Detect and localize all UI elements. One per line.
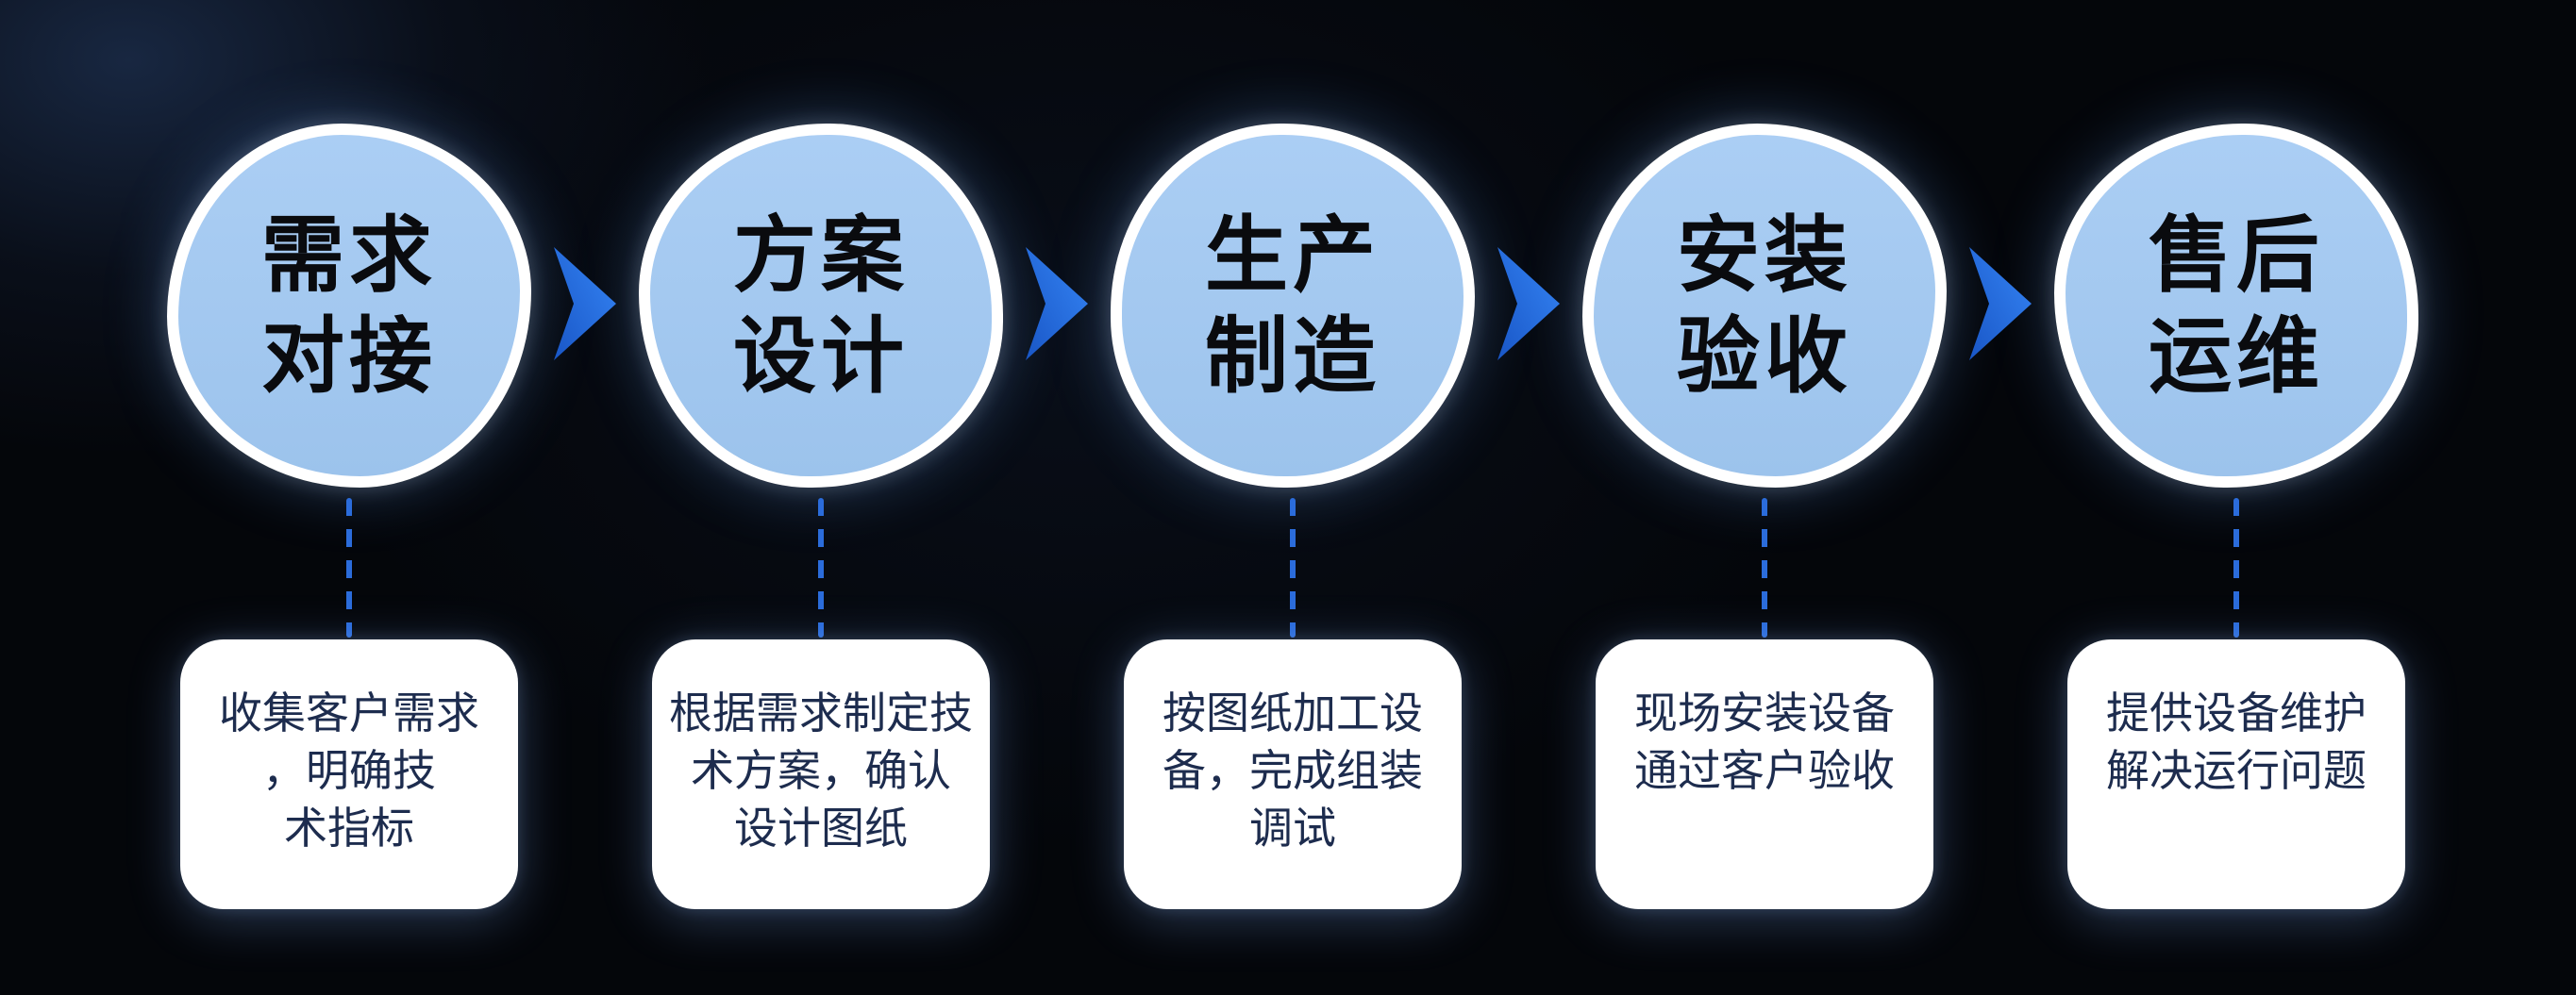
dashed-connector-4 <box>1762 498 1767 638</box>
step-card-2: 根据需求制定技 术方案，确认 设计图纸 <box>652 639 990 909</box>
step-card-text: 根据需求制定技 术方案，确认 设计图纸 <box>669 688 973 853</box>
arrow-right-icon <box>1497 247 1560 360</box>
step-circle-label: 售后 运维 <box>2148 208 2324 403</box>
arrow-right-icon <box>1026 247 1088 360</box>
step-circle-label: 需求 对接 <box>260 208 437 403</box>
dashed-connector-3 <box>1290 498 1296 638</box>
step-circle-2: 方案 设计 <box>639 124 1003 488</box>
step-card-5: 提供设备维护 解决运行问题 <box>2067 639 2405 909</box>
arrow-right-icon <box>1969 247 2032 360</box>
step-card-3: 按图纸加工设 备，完成组装 调试 <box>1124 639 1462 909</box>
step-card-4: 现场安装设备 通过客户验收 <box>1596 639 1933 909</box>
step-circle-3: 生产 制造 <box>1111 124 1475 488</box>
step-circle-label: 安装 验收 <box>1676 208 1852 403</box>
step-card-text: 收集客户需求 ，明确技 术指标 <box>219 688 479 853</box>
step-circle-5: 售后 运维 <box>2054 124 2418 488</box>
step-card-text: 按图纸加工设 备，完成组装 调试 <box>1163 688 1423 853</box>
step-circle-1: 需求 对接 <box>167 124 531 488</box>
step-card-1: 收集客户需求 ，明确技 术指标 <box>180 639 518 909</box>
step-circle-4: 安装 验收 <box>1582 124 1947 488</box>
step-circle-label: 生产 制造 <box>1204 208 1380 403</box>
dashed-connector-2 <box>818 498 824 638</box>
dashed-connector-5 <box>2233 498 2239 638</box>
step-card-text: 提供设备维护 解决运行问题 <box>2106 688 2367 795</box>
step-card-text: 现场安装设备 通过客户验收 <box>1634 688 1895 795</box>
arrow-right-icon <box>554 247 616 360</box>
dashed-connector-1 <box>346 498 352 638</box>
step-circle-label: 方案 设计 <box>732 208 909 403</box>
